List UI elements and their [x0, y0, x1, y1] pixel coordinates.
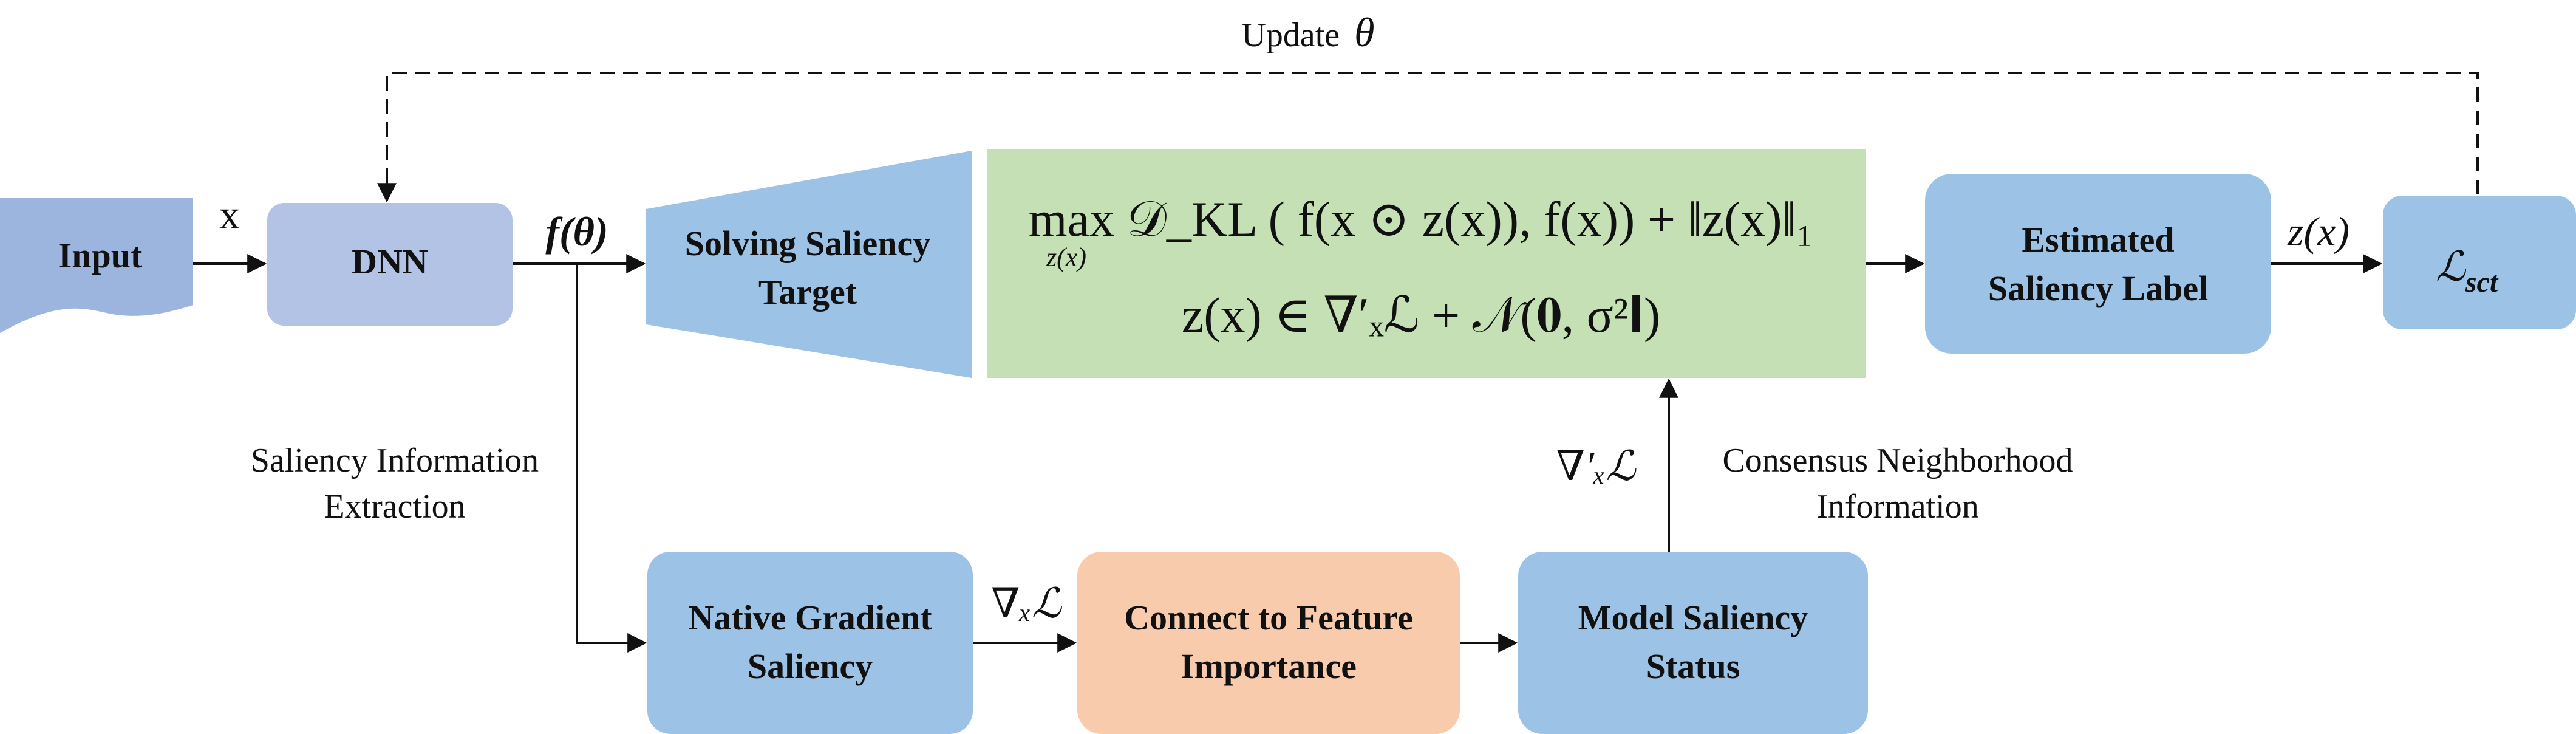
f-theta-edge-label: f(θ) — [545, 208, 608, 255]
estimated-saliency-label-line1: Estimated — [2022, 220, 2174, 259]
native-gradient-saliency-node — [647, 552, 973, 734]
connect-to-feature-importance-node — [1077, 552, 1460, 734]
formula-line2: z(x) ∈ ∇′ₓℒ + 𝒩(𝟎, σ²𝐈) — [1182, 287, 1660, 343]
connect-to-feature-importance-line1: Connect to Feature — [1124, 598, 1413, 637]
saliency-information-extraction-line2: Extraction — [324, 488, 465, 526]
native-gradient-saliency-line2: Saliency — [748, 647, 873, 686]
estimated-saliency-label-node — [1925, 174, 2271, 354]
consensus-neighborhood-information-line1: Consensus Neighborhood — [1722, 442, 2073, 479]
estimated-saliency-label-line2: Saliency Label — [1988, 269, 2209, 308]
optimization-formula-box — [987, 149, 1866, 378]
loss-label: ℒsct — [2436, 244, 2499, 298]
solving-saliency-target-line1: Solving Saliency — [685, 224, 930, 263]
model-saliency-status-node — [1518, 552, 1868, 734]
dnn-node — [267, 203, 513, 326]
model-saliency-status-line1: Model Saliency — [1578, 598, 1808, 637]
saliency-information-extraction-line1: Saliency Information — [251, 442, 539, 479]
dnn-label: DNN — [352, 242, 428, 281]
nabla-prime-x-l-edge-label: ∇′ₓℒ — [1556, 443, 1637, 489]
loss-node — [2383, 196, 2576, 329]
solving-saliency-target-line2: Target — [758, 272, 857, 312]
saliency-branch-connector — [576, 264, 647, 653]
formula-line1: max 𝒟_KL ( f(x ⊙ z(x)), f(x)) + ‖z(x)‖₁ — [1029, 191, 1813, 247]
input-label: Input — [58, 236, 143, 275]
model-saliency-status-line2: Status — [1646, 647, 1740, 686]
x-edge-label: x — [219, 191, 240, 238]
update-theta-label: Update θ — [1241, 9, 1374, 55]
formula-line1-subscript: z(x) — [1046, 242, 1086, 272]
update-theta-dashed-loop — [386, 72, 2479, 194]
input-node — [0, 198, 193, 333]
consensus-neighborhood-information-line2: Information — [1816, 488, 1978, 526]
solving-saliency-target-node — [646, 151, 972, 378]
native-gradient-saliency-line1: Native Gradient — [688, 598, 932, 637]
nabla-x-l-edge-label: ∇ₓℒ — [991, 580, 1063, 626]
connect-to-feature-importance-line2: Importance — [1181, 647, 1357, 686]
z-x-edge-label: z(x) — [2287, 208, 2349, 255]
